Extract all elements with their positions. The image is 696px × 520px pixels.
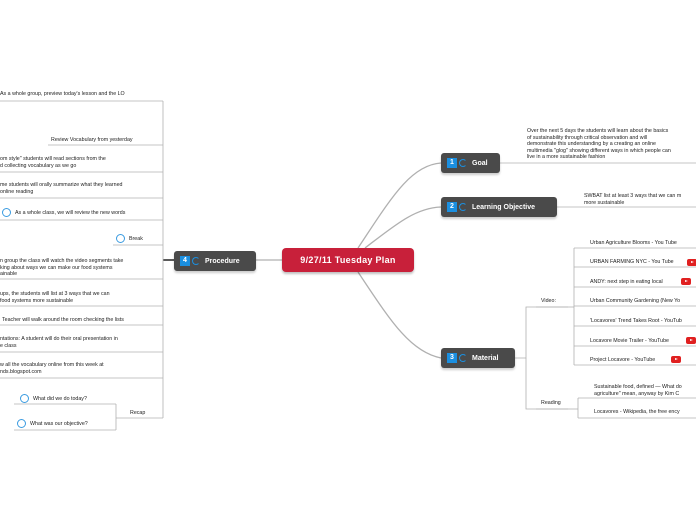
task-circle-icon [17,419,26,428]
procedure-step-6[interactable]: Break [116,234,143,243]
central-topic-title: 9/27/11 Tuesday Plan [300,255,396,265]
procedure-step-2[interactable]: Review Vocabulary from yesterday [51,137,133,143]
video-link-3[interactable]: ANDY: next step in eating local [590,279,663,285]
recap-subtopic[interactable]: Recap [130,410,146,416]
topic-number-badge: 2 [447,202,457,212]
video-link-2[interactable]: URBAN FARMING NYC - You Tube [590,259,674,265]
objective-text: SWBAT list at least 3 ways that we can m… [584,193,682,206]
topic-label: Material [472,354,499,362]
reading-subtopic[interactable]: Reading [541,400,561,406]
topic-material[interactable]: 3 Material [441,348,515,368]
topic-number-badge: 1 [447,158,457,168]
recap-item-1[interactable]: What did we do today? [20,394,87,403]
progress-ring-icon [192,257,200,265]
video-subtopic[interactable]: Video: [541,298,556,304]
progress-ring-icon [459,159,467,167]
video-link-5[interactable]: 'Locavores' Trend Takes Root - YouTub [590,318,682,324]
procedure-step-9[interactable]: Teacher will walk around the room checki… [2,317,124,323]
task-circle-icon [2,208,11,217]
goal-text: Over the next 5 days the students will l… [527,128,671,160]
task-circle-icon [116,234,125,243]
procedure-step-7[interactable]: n group the class will watch the video s… [0,258,124,277]
connector-material [357,271,442,359]
youtube-icon[interactable] [687,259,696,266]
topic-procedure[interactable]: 4 Procedure [174,251,256,271]
youtube-icon[interactable] [686,337,696,344]
connector-video [515,306,568,359]
video-link-7[interactable]: Project Locavore - YouTube [590,357,656,363]
youtube-icon[interactable] [671,356,681,363]
procedure-step-8[interactable]: ups, the students will list at 3 ways th… [0,291,110,304]
central-topic[interactable]: 9/27/11 Tuesday Plan [282,248,414,272]
task-circle-icon [20,394,29,403]
topic-goal[interactable]: 1 Goal [441,153,500,173]
topic-label: Goal [472,159,488,167]
progress-ring-icon [459,354,467,362]
reading-link-2[interactable]: Locavores - Wikipedia, the free ency [594,409,680,415]
video-link-4[interactable]: Urban Community Gardening (New Yo [590,298,681,304]
topic-number-badge: 4 [180,256,190,266]
video-link-1[interactable]: Urban Agriculture Blooms - You Tube [590,240,677,246]
topic-number-badge: 3 [447,353,457,363]
connector-objective [364,206,442,249]
procedure-step-11[interactable]: w all the vocabulary online from this we… [0,362,104,375]
topic-learning-objective[interactable]: 2 Learning Objective [441,197,557,217]
recap-item-2[interactable]: What was our objective? [17,419,88,428]
connector-goal [357,162,442,249]
procedure-step-4[interactable]: me students will orally summarize what t… [0,182,123,195]
procedure-step-3[interactable]: om style" students will read sections fr… [0,156,106,169]
procedure-step-10[interactable]: ntations: A student will do their oral p… [0,336,118,349]
topic-label: Procedure [205,257,240,265]
progress-ring-icon [459,203,467,211]
procedure-step-1[interactable]: As a whole group, preview today's lesson… [0,91,125,97]
video-link-6[interactable]: Locavore Movie Trailer - YouTube [590,338,670,344]
procedure-step-5[interactable]: As a whole class, we will review the new… [2,208,125,217]
youtube-icon[interactable] [681,278,691,285]
topic-label: Learning Objective [472,203,536,211]
